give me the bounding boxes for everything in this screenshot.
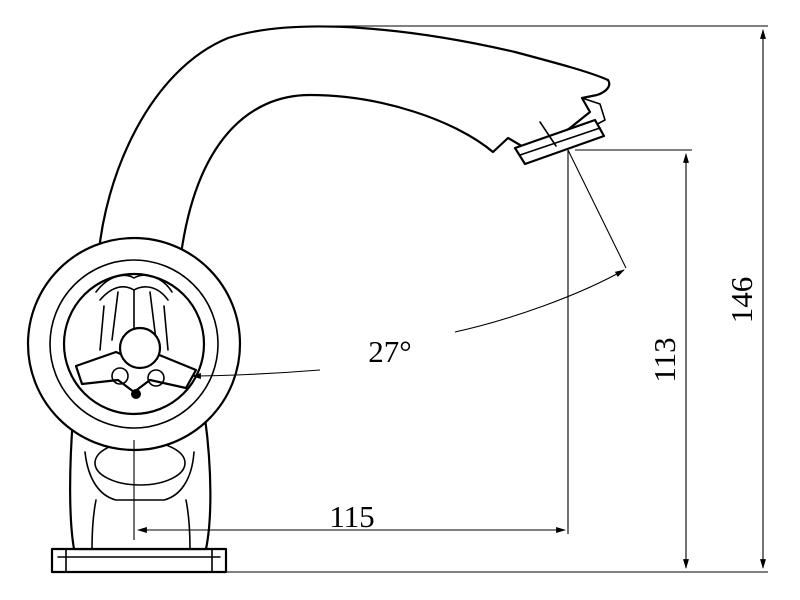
dimension-lines — [133, 25, 768, 573]
handle-assembly — [26, 236, 242, 452]
dim-label-115: 115 — [329, 499, 374, 534]
dim-arc-27 — [454, 269, 625, 333]
pedestal — [69, 416, 212, 551]
dim-label-113: 113 — [647, 337, 682, 382]
spout — [96, 25, 611, 264]
base-plate — [50, 547, 228, 574]
dim-label-146: 146 — [724, 277, 759, 324]
faucet-body — [26, 25, 611, 574]
dim-label-27-degrees: 27° — [368, 334, 411, 369]
